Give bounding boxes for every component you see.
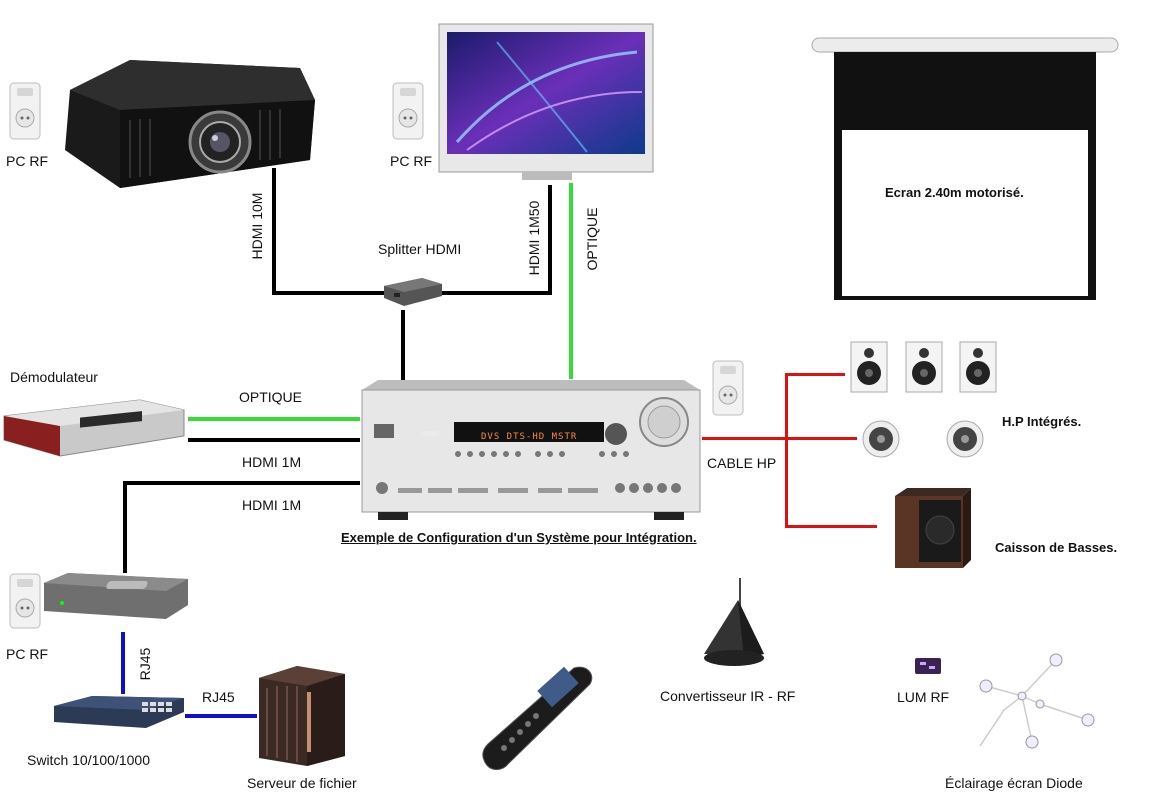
- cable-hp-label: CABLE HP: [707, 455, 777, 471]
- hdmi-cable-projector-horizontal: [272, 291, 384, 295]
- rj45-horizontal-label: RJ45: [202, 689, 235, 705]
- led-lighting-icon: [979, 653, 1095, 749]
- ir-rf-converter-icon: [704, 578, 764, 666]
- av-receiver-icon: [361, 380, 701, 520]
- speaker-cable-bottom: [785, 525, 877, 528]
- ceiling-speaker-icon: [946, 420, 984, 458]
- convertisseur-label: Convertisseur IR - RF: [660, 688, 796, 704]
- hdmi-cable-router-vertical: [123, 481, 127, 573]
- in-wall-speaker-icon: [850, 341, 888, 393]
- receiver-display-text: DVS DTS-HD MSTR: [481, 432, 578, 442]
- hdmi-10m-label: HDMI 10M: [249, 192, 265, 260]
- pc-rf-label-projector: PC RF: [6, 153, 48, 169]
- universal-remote-icon: [482, 666, 593, 770]
- hdmi-splitter-icon: [384, 278, 442, 306]
- projector-icon: [65, 60, 315, 188]
- serveur-label: Serveur de fichier: [247, 775, 357, 791]
- media-box-icon: [44, 573, 188, 619]
- rf-socket-icon: [9, 573, 41, 629]
- splitter-label: Splitter HDMI: [378, 241, 462, 257]
- in-wall-speaker-icon: [959, 341, 997, 393]
- screen-label: Ecran 2.40m motorisé.: [885, 185, 1024, 200]
- speaker-cable-top: [785, 373, 845, 376]
- lum-rf-icon: [915, 658, 941, 674]
- optical-cable-tv: [569, 183, 573, 379]
- hdmi-cable-splitter-receiver: [401, 310, 405, 380]
- hp-integres-label: H.P Intégrés.: [1002, 414, 1082, 429]
- hdmi-1m50-label: HDMI 1M50: [526, 200, 542, 276]
- lum-rf-label: LUM RF: [897, 689, 950, 705]
- tv-icon: [438, 23, 654, 180]
- in-wall-speaker-icon: [905, 341, 943, 393]
- hdmi-1m-label-a: HDMI 1M: [242, 454, 302, 470]
- demodulateur-label: Démodulateur: [10, 369, 98, 385]
- optique-vertical-label: OPTIQUE: [584, 207, 600, 271]
- eclairage-label: Éclairage écran Diode: [945, 775, 1083, 791]
- switch-label: Switch 10/100/1000: [27, 752, 150, 768]
- ceiling-speaker-icon: [862, 420, 900, 458]
- diagram-caption: Exemple de Configuration d'un Système po…: [341, 530, 697, 545]
- optique-horizontal-label: OPTIQUE: [239, 389, 303, 405]
- hdmi-1m-label-b: HDMI 1M: [242, 497, 302, 513]
- subwoofer-icon: [895, 488, 971, 568]
- hdmi-cable-tv: [548, 185, 552, 295]
- file-server-icon: [259, 666, 345, 766]
- speaker-cable-bus: [785, 373, 788, 528]
- projection-screen-icon: [811, 37, 1119, 300]
- pc-rf-label-router: PC RF: [6, 646, 48, 662]
- receiver-hdmi-text: HDMI: [421, 431, 439, 438]
- network-switch-icon: [54, 696, 184, 728]
- rf-socket-icon: [392, 82, 424, 140]
- hdmi-cable-tv-horizontal: [442, 291, 552, 295]
- rf-socket-icon: [712, 360, 744, 416]
- rf-socket-icon: [9, 82, 41, 140]
- caisson-label: Caisson de Basses.: [995, 540, 1118, 555]
- pc-rf-label-tv: PC RF: [390, 153, 432, 169]
- rj45-cable-router-switch: [121, 632, 125, 694]
- optical-cable-demodulateur: [188, 417, 360, 421]
- speaker-cable-main: [702, 437, 788, 440]
- demodulateur-icon: [3, 399, 185, 457]
- rj45-cable-switch-server: [185, 714, 257, 718]
- hdmi-cable-router-horizontal: [123, 481, 360, 485]
- rj45-vertical-label: RJ45: [137, 647, 153, 681]
- speaker-cable-middle: [785, 437, 857, 440]
- hdmi-cable-projector: [272, 168, 276, 295]
- hdmi-cable-demodulateur: [188, 438, 360, 442]
